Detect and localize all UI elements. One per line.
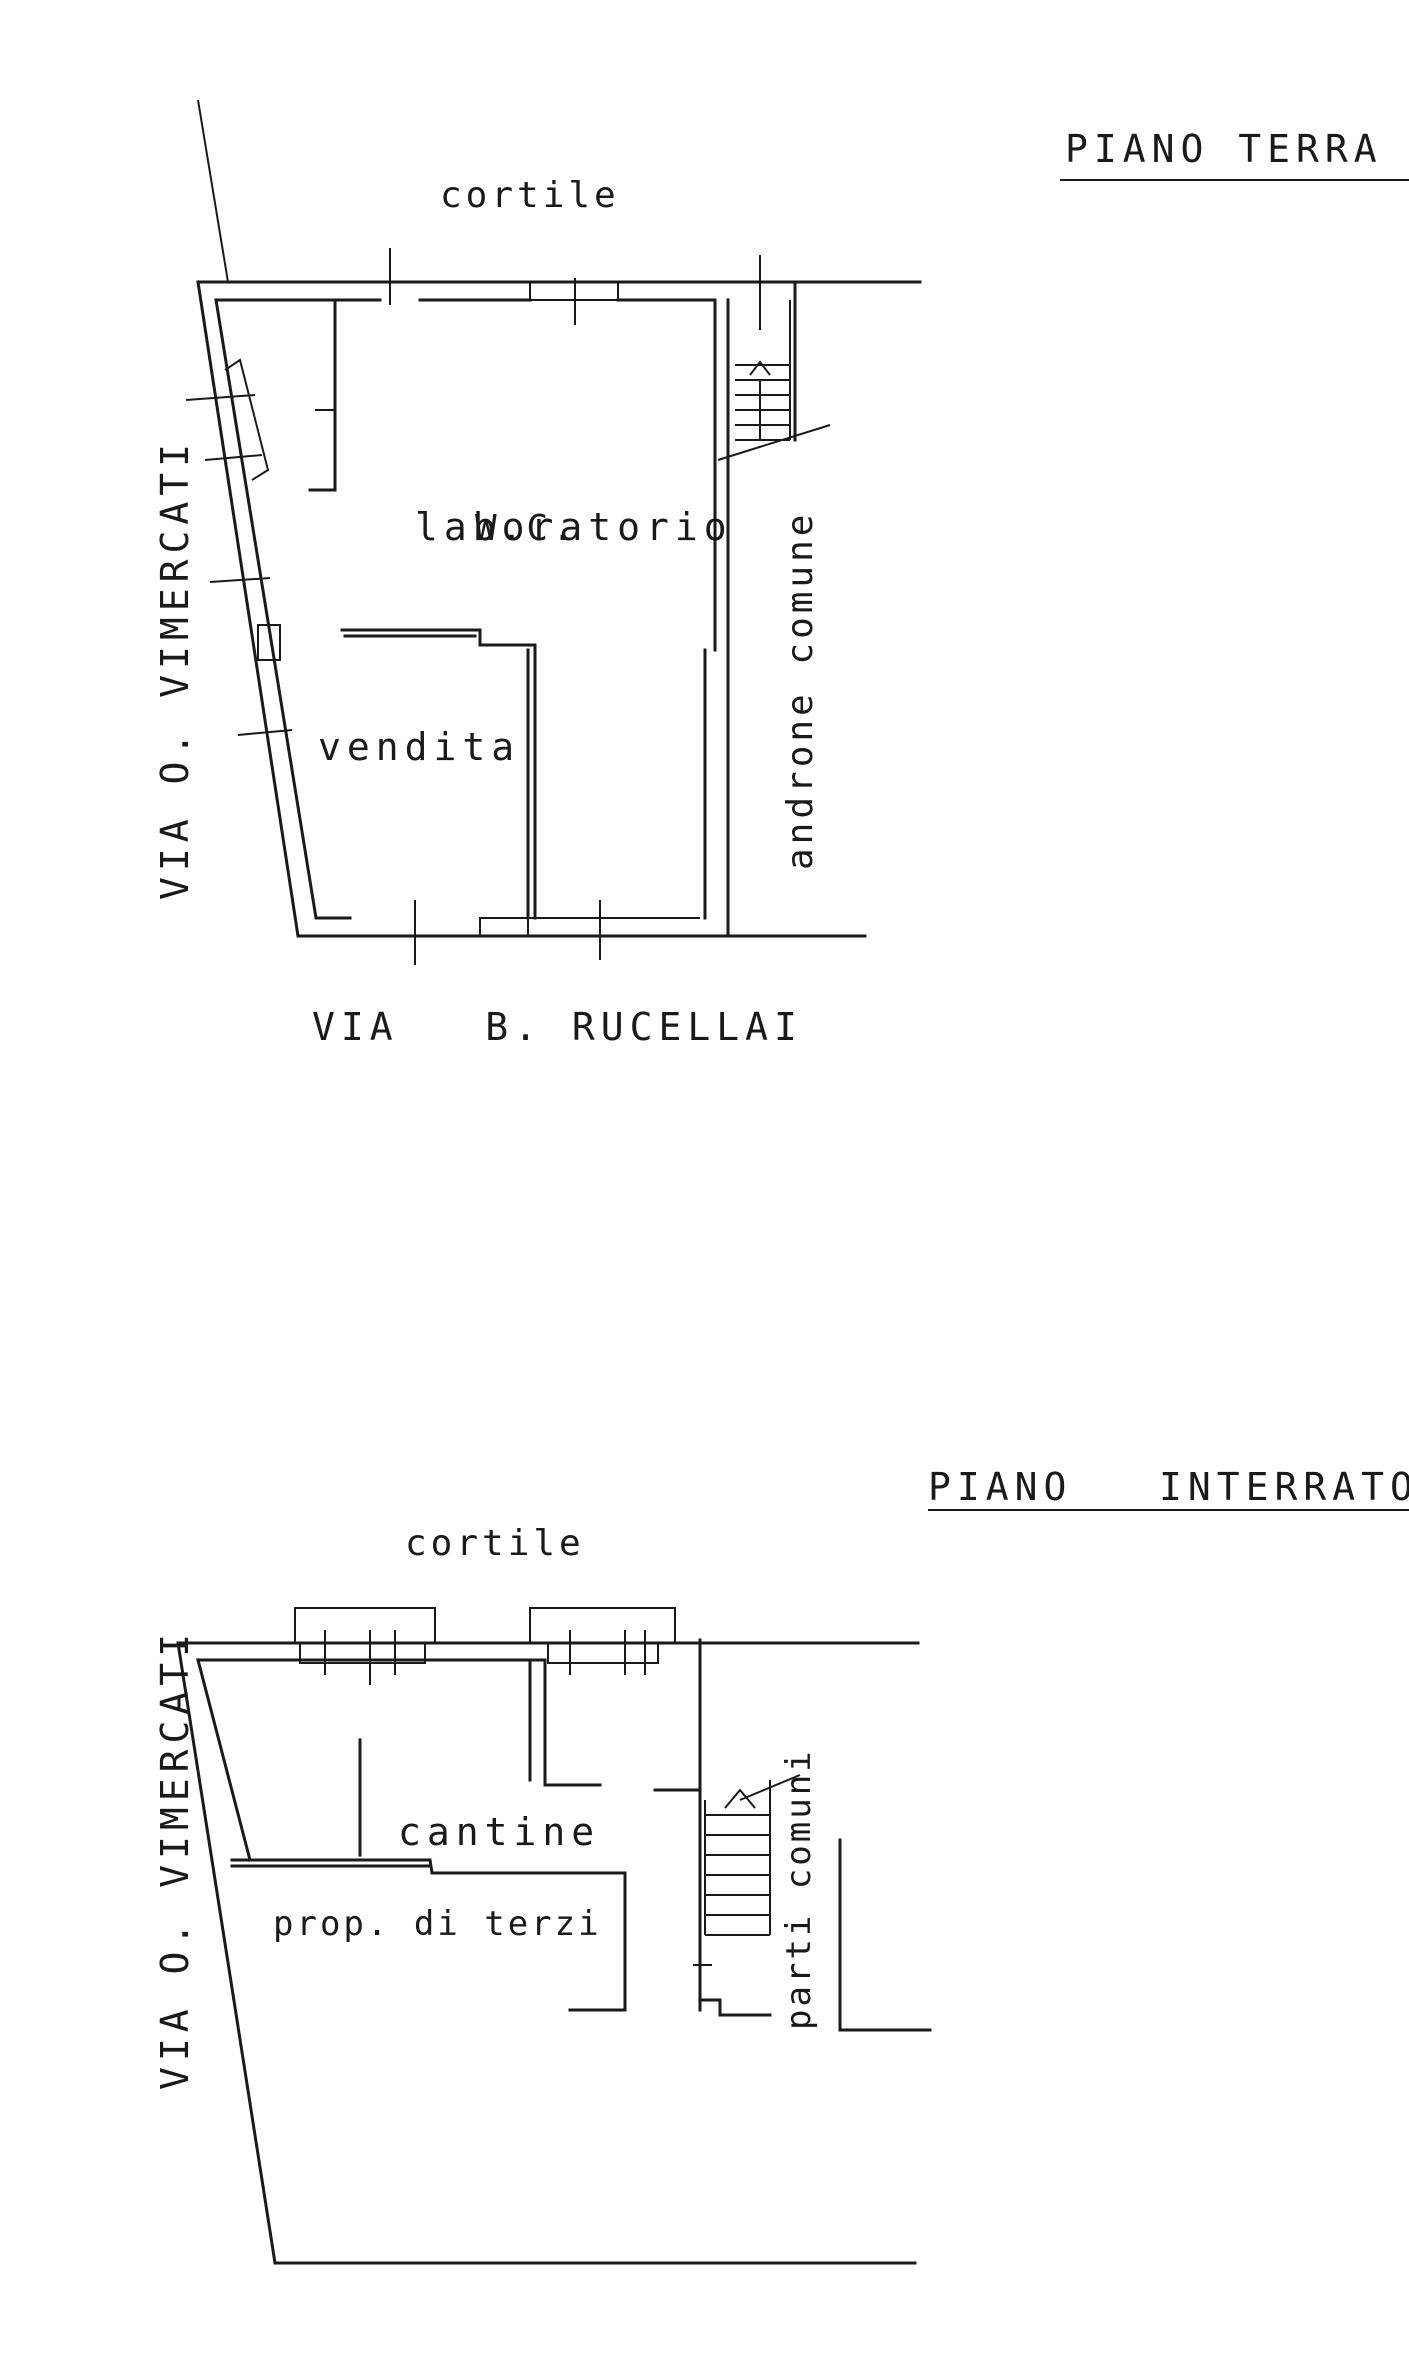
common-area-right-wall	[838, 1838, 932, 2032]
basement-staircase	[693, 1774, 801, 1985]
ground-floor-plan: PIANO TERRA cortile	[153, 99, 1409, 1049]
west-south-outer-wall	[196, 280, 867, 938]
window-well	[294, 1607, 436, 1644]
west-inner-wall	[214, 298, 352, 920]
third-party-partition	[230, 1858, 627, 2012]
door-frame	[479, 917, 529, 937]
column	[257, 624, 281, 661]
basement-courtyard-label: cortile	[405, 1523, 585, 1564]
common-parts-label: parti comuni	[779, 1748, 819, 2030]
ground-street-side-label: VIA O. VIMERCATI	[153, 438, 197, 900]
window-frame	[299, 1642, 426, 1664]
site-boundary-line	[197, 99, 229, 283]
lab-label: laboratorio	[415, 505, 733, 549]
hall-label: androne comune	[780, 511, 821, 870]
basement-inner-north-wall	[196, 1658, 602, 1787]
third-party-label: prop. di terzi	[273, 1904, 602, 1944]
window-tick	[237, 729, 293, 736]
window-tick	[204, 454, 263, 461]
window-well	[529, 1607, 676, 1644]
basement-title: PIANO INTERRATO	[928, 1465, 1409, 1509]
ground-floor-title: PIANO TERRA	[1065, 127, 1383, 171]
wc-label: W.C.	[475, 508, 578, 549]
common-area-bottom-wall	[698, 1998, 772, 2017]
shop-label: vendita	[318, 725, 520, 769]
basement-street-side-label: VIA O. VIMERCATI	[153, 1628, 197, 2090]
ground-street-bottom-label: VIA B. RUCELLAI	[312, 1005, 803, 1049]
west-window-frame	[224, 358, 270, 481]
window-tick	[209, 577, 271, 583]
window-frame	[529, 281, 619, 301]
window-frame	[547, 1642, 659, 1664]
shop-partition	[340, 628, 537, 920]
ground-courtyard-label: cortile	[440, 175, 620, 216]
staircase	[717, 280, 831, 461]
basement-plan: PIANO INTERRATO cortile	[153, 1465, 1409, 2265]
basement-west-inner	[196, 1658, 252, 1862]
window-tick	[185, 394, 256, 401]
wc-partition	[308, 298, 337, 492]
cellars-label: cantine	[398, 1810, 600, 1854]
